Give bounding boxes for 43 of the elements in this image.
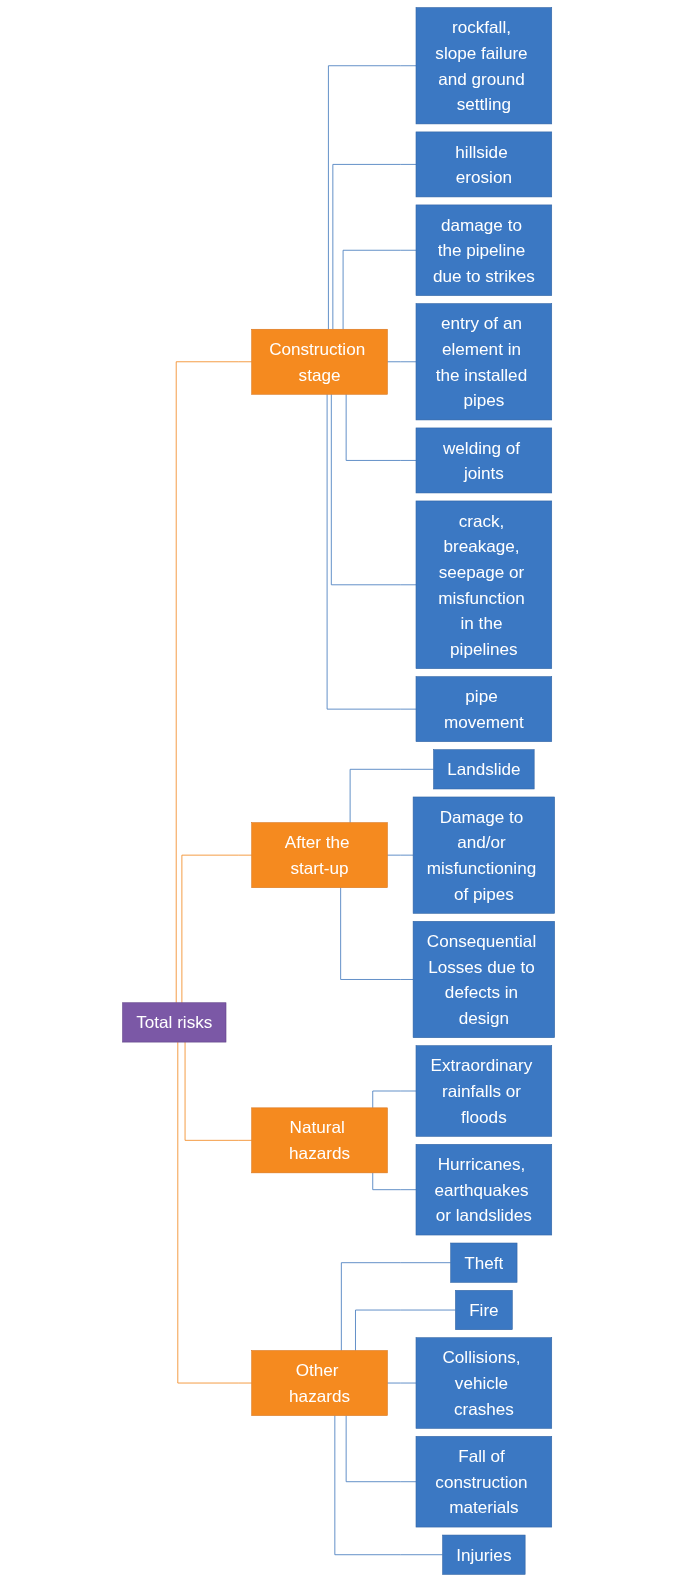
connector xyxy=(326,393,417,710)
connector xyxy=(332,164,417,330)
node-box: hillside erosion xyxy=(415,131,552,198)
node-box: Extraordinary rainfalls or floods xyxy=(415,1045,552,1137)
connector xyxy=(386,361,417,363)
node-box: Other hazards xyxy=(251,1350,388,1416)
connector xyxy=(340,1262,451,1351)
connector xyxy=(334,1415,443,1556)
connector xyxy=(354,1309,456,1351)
connector xyxy=(386,854,414,856)
node-box: Damage to and/or misfunctioning of pipes xyxy=(412,796,555,914)
connector xyxy=(330,393,417,586)
node-box: Collisions, vehicle crashes xyxy=(415,1337,552,1429)
connector xyxy=(340,887,414,980)
node-box: crack, breakage, seepage or misfunction in the pipelines xyxy=(415,500,552,669)
node-box: Total risks xyxy=(122,1002,227,1043)
connector xyxy=(342,249,417,330)
connector xyxy=(345,1415,417,1483)
connector xyxy=(345,393,417,461)
connector xyxy=(349,768,434,824)
node-box: After the start-up xyxy=(251,822,388,888)
connector xyxy=(184,1041,252,1141)
node-box: rockfall, slope failure and ground settling xyxy=(415,7,552,125)
connector xyxy=(372,1090,417,1109)
node-box: Construction stage xyxy=(251,329,388,395)
node-box: Consequential Losses due to defects in design xyxy=(412,921,555,1038)
connector xyxy=(175,361,252,1004)
node-box: Fire xyxy=(455,1290,513,1330)
node-box: Natural hazards xyxy=(251,1107,388,1174)
connector xyxy=(372,1172,417,1191)
node-box: Hurricanes, earthquakes or landslides xyxy=(415,1144,552,1236)
node-box: entry of an element in the installed pipes xyxy=(415,303,552,421)
node-box: Injuries xyxy=(442,1534,526,1575)
node-box: welding of joints xyxy=(415,427,552,494)
node-box: pipe movement xyxy=(415,676,552,742)
connector xyxy=(327,65,417,330)
node-box: Landslide xyxy=(433,749,535,790)
connector xyxy=(181,854,252,1004)
node-box: Fall of construction materials xyxy=(415,1436,552,1528)
connector xyxy=(177,1041,252,1384)
node-box: damage to the pipeline due to strikes xyxy=(415,204,552,296)
connector xyxy=(386,1382,417,1384)
node-box: Theft xyxy=(450,1242,518,1283)
